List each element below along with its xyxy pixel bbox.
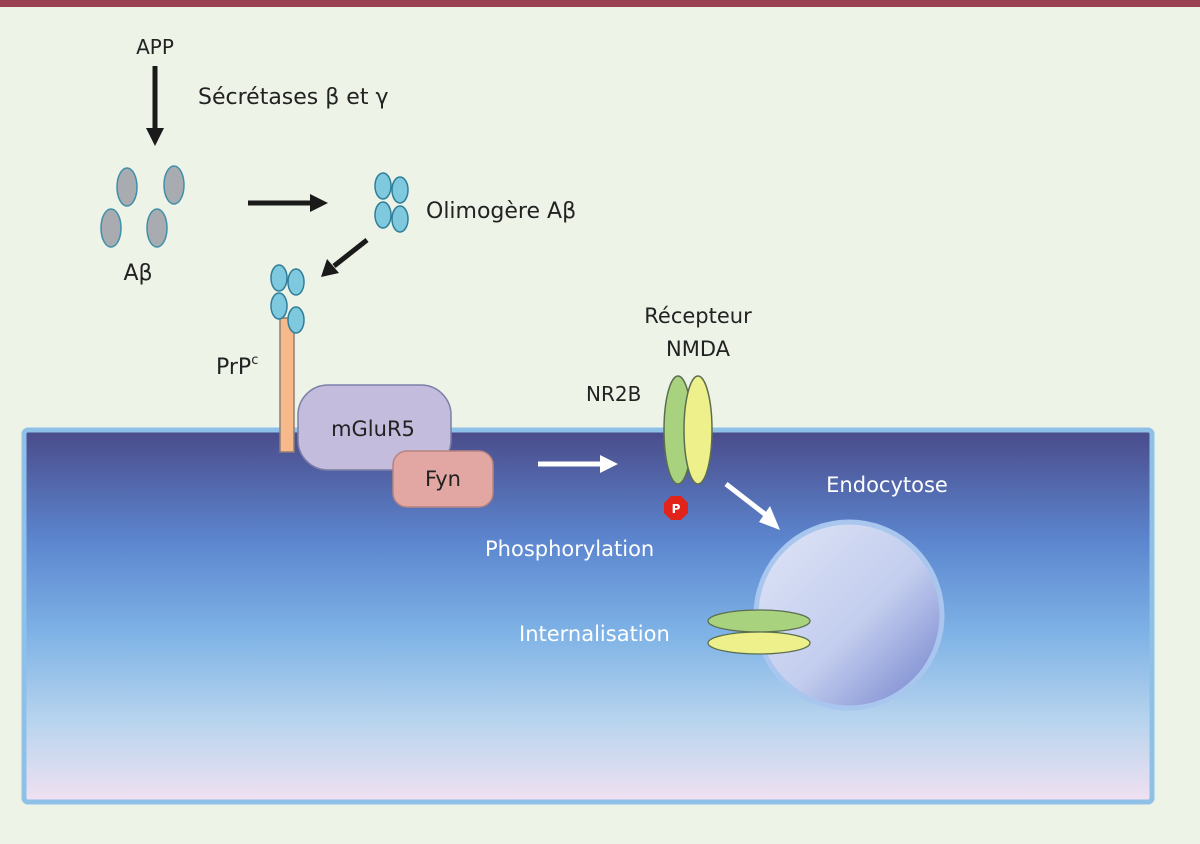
receptor-label-line1: Récepteur [644,304,752,328]
endocytosis-arrow [724,482,780,530]
abeta-label: Aβ [123,261,152,286]
fyn-kinase [392,450,494,508]
abeta-oligomer [374,172,409,233]
endocytose-label: Endocytose [826,473,948,497]
prpc-receptor [279,317,295,453]
oligomerization-arrow [248,194,328,212]
mglur5-receptor [297,384,452,471]
phosphate-badge: P [664,496,688,520]
nr1-subunit [683,375,713,485]
mglur5-label: mGluR5 [331,417,415,441]
nmda-receptor [663,375,713,485]
cell-body [21,427,1155,805]
bound-abeta-oligomer [270,264,305,334]
abeta-monomer [146,208,168,248]
fyn-label: Fyn [425,467,461,491]
app-label: APP [136,35,174,59]
internalized-receptor [707,609,811,655]
secretases-label: Sécrétases β et γ [198,85,388,110]
phosphorylation-label: Phosphorylation [485,537,654,561]
nr2b-label: NR2B [586,382,641,406]
abeta-monomer [100,208,122,248]
signaling-arrow [538,455,618,473]
cleavage-arrow [146,66,164,146]
binding-arrow [321,238,369,277]
prpc-label: PrPc [216,353,258,380]
abeta-monomer [116,167,138,207]
abeta-monomers [100,165,185,248]
oligomer-label: Olimogère Aβ [426,199,576,224]
top-bar [0,0,1200,7]
internalisation-label: Internalisation [519,622,670,646]
receptor-label-line2: NMDA [666,337,731,361]
abeta-monomer [163,165,185,205]
svg-text:P: P [672,502,681,516]
